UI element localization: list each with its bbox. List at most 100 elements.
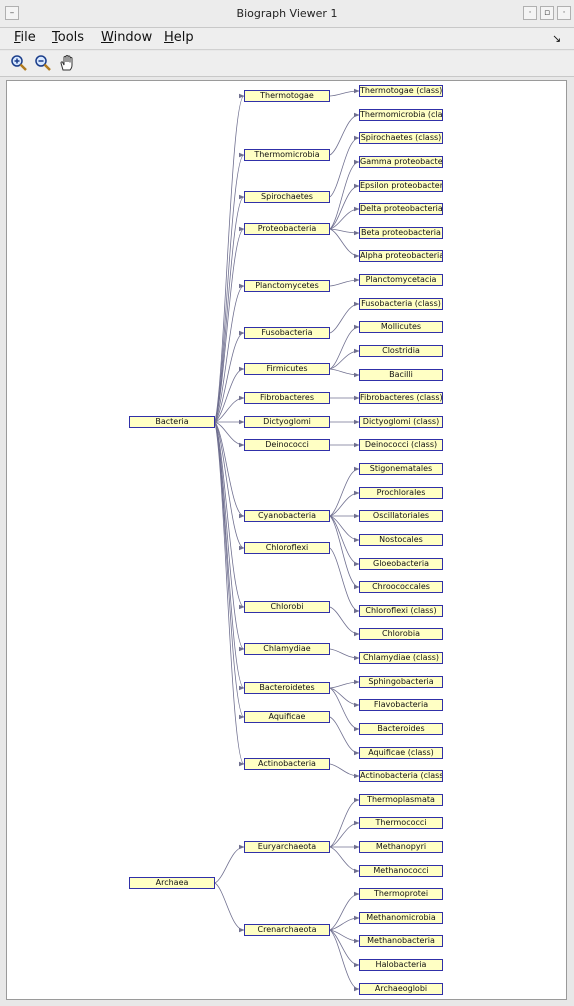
node-crenarchaeota[interactable]: Crenarchaeota [244, 924, 330, 936]
node-thermotogae-class[interactable]: Thermotogae (class) [359, 85, 443, 97]
menu-tools[interactable]: Tools [52, 30, 84, 45]
window-menu-icon[interactable]: – [5, 6, 19, 20]
edge-proteobacteria-to-alpha-proteobacteria [329, 228, 360, 259]
node-actinobacteria[interactable]: Actinobacteria [244, 758, 330, 770]
node-chlorobia[interactable]: Chlorobia [359, 628, 443, 640]
minimize-icon[interactable]: · [523, 6, 537, 20]
edge-cyanobacteria-to-nostocales [329, 515, 360, 543]
node-thermotogae[interactable]: Thermotogae [244, 90, 330, 102]
node-fusobacteria[interactable]: Fusobacteria [244, 327, 330, 339]
node-thermoprotei[interactable]: Thermoprotei [359, 888, 443, 900]
node-nostocales[interactable]: Nostocales [359, 534, 443, 546]
edge-proteobacteria-to-gamma-proteobacteria [329, 159, 360, 230]
node-actinobacteria-class[interactable]: Actinobacteria (class) [359, 770, 443, 782]
node-aquificae-class[interactable]: Aquificae (class) [359, 747, 443, 759]
menu-window[interactable]: Window [101, 30, 152, 45]
node-planctomycetes[interactable]: Planctomycetes [244, 280, 330, 292]
menu-file[interactable]: File [14, 30, 36, 45]
node-dictyoglomi[interactable]: Dictyoglomi [244, 416, 330, 428]
edge-bacteroidetes-to-bacteroides [329, 687, 360, 732]
edge-firmicutes-to-mollicutes [329, 324, 360, 370]
edge-archaea-to-euryarchaeota [214, 844, 245, 884]
node-methanopyri[interactable]: Methanopyri [359, 841, 443, 853]
edge-bacteria-to-firmicutes [214, 366, 245, 423]
node-deinococci[interactable]: Deinococci [244, 439, 330, 451]
zoom-out-icon[interactable] [33, 54, 53, 74]
hand-pan-icon[interactable] [57, 54, 77, 74]
node-chlorobi[interactable]: Chlorobi [244, 601, 330, 613]
node-chloroflexi-class[interactable]: Chloroflexi (class) [359, 605, 443, 617]
menu-tools-label: ools [57, 30, 85, 45]
node-euryarchaeota[interactable]: Euryarchaeota [244, 841, 330, 853]
maximize-icon[interactable]: ▫ [540, 6, 554, 20]
edge-fusobacteria-to-fusobacteria-class [329, 301, 360, 334]
node-bacilli[interactable]: Bacilli [359, 369, 443, 381]
edge-proteobacteria-to-epsilon-proteobacteria [329, 183, 360, 230]
edge-bacteria-to-chloroflexi [214, 421, 245, 551]
node-deinococci-class[interactable]: Deinococci (class) [359, 439, 443, 451]
node-proteobacteria[interactable]: Proteobacteria [244, 223, 330, 235]
node-sphingobacteria[interactable]: Sphingobacteria [359, 676, 443, 688]
node-delta-proteobacteria[interactable]: Delta proteobacteria [359, 203, 443, 215]
node-cyanobacteria[interactable]: Cyanobacteria [244, 510, 330, 522]
node-gamma-proteobacteria[interactable]: Gamma proteobacteria [359, 156, 443, 168]
node-mollicutes[interactable]: Mollicutes [359, 321, 443, 333]
zoom-in-icon[interactable] [9, 54, 29, 74]
node-bacteria[interactable]: Bacteria [129, 416, 215, 428]
node-beta-proteobacteria[interactable]: Beta proteobacteria [359, 227, 443, 239]
node-fibrobacteres[interactable]: Fibrobacteres [244, 392, 330, 404]
edge-spirochaetes-to-spirochaetes-class [329, 135, 360, 198]
node-chroococcales[interactable]: Chroococcales [359, 581, 443, 593]
edge-bacteria-to-aquificae [214, 421, 245, 720]
node-chlamydiae-class[interactable]: Chlamydiae (class) [359, 652, 443, 664]
node-prochlorales[interactable]: Prochlorales [359, 487, 443, 499]
node-oscillatoriales[interactable]: Oscillatoriales [359, 510, 443, 522]
edge-bacteria-to-cyanobacteria [214, 421, 245, 519]
node-methanobacteria[interactable]: Methanobacteria [359, 935, 443, 947]
node-fusobacteria-class[interactable]: Fusobacteria (class) [359, 298, 443, 310]
node-thermoplasmata[interactable]: Thermoplasmata [359, 794, 443, 806]
node-archaeoglobi[interactable]: Archaeoglobi [359, 983, 443, 995]
node-methanococci[interactable]: Methanococci [359, 865, 443, 877]
edge-bacteria-to-fusobacteria [214, 330, 245, 423]
edge-crenarchaeota-to-thermoprotei [329, 891, 360, 931]
dock-arrow-icon[interactable]: ↘ [552, 32, 562, 45]
node-halobacteria[interactable]: Halobacteria [359, 959, 443, 971]
close-icon[interactable]: · [557, 6, 571, 20]
node-aquificae[interactable]: Aquificae [244, 711, 330, 723]
node-methanomicrobia[interactable]: Methanomicrobia [359, 912, 443, 924]
node-chlamydiae[interactable]: Chlamydiae [244, 643, 330, 655]
node-flavobacteria[interactable]: Flavobacteria [359, 699, 443, 711]
edge-bacteria-to-chlamydiae [214, 421, 245, 652]
node-fibrobacteres-class[interactable]: Fibrobacteres (class) [359, 392, 443, 404]
node-chloroflexi[interactable]: Chloroflexi [244, 542, 330, 554]
edge-archaea-to-crenarchaeota [214, 882, 245, 933]
toolbar [0, 51, 574, 77]
edge-proteobacteria-to-beta-proteobacteria [329, 228, 360, 236]
node-epsilon-proteobacteria[interactable]: Epsilon proteobacteria [359, 180, 443, 192]
node-gloeobacteria[interactable]: Gloeobacteria [359, 558, 443, 570]
edge-euryarchaeota-to-thermococci [329, 820, 360, 848]
node-alpha-proteobacteria[interactable]: Alpha proteobacteria [359, 250, 443, 262]
node-bacteroides[interactable]: Bacteroides [359, 723, 443, 735]
node-spirochaetes[interactable]: Spirochaetes [244, 191, 330, 203]
node-thermococci[interactable]: Thermococci [359, 817, 443, 829]
node-thermomicrobia[interactable]: Thermomicrobia [244, 149, 330, 161]
edge-crenarchaeota-to-methanomicrobia [329, 915, 360, 931]
node-firmicutes[interactable]: Firmicutes [244, 363, 330, 375]
edge-cyanobacteria-to-chroococcales [329, 515, 360, 590]
edge-cyanobacteria-to-prochlorales [329, 490, 360, 517]
edge-bacteria-to-bacteroidetes [214, 421, 245, 691]
menu-help[interactable]: Help [164, 30, 194, 45]
edge-chlamydiae-to-chlamydiae-class [329, 648, 360, 661]
node-planctomycetacia[interactable]: Planctomycetacia [359, 274, 443, 286]
node-bacteroidetes[interactable]: Bacteroidetes [244, 682, 330, 694]
node-spirochaetes-class[interactable]: Spirochaetes (class) [359, 132, 443, 144]
node-clostridia[interactable]: Clostridia [359, 345, 443, 357]
node-thermomicrobia-class[interactable]: Thermomicrobia (class) [359, 109, 443, 121]
node-archaea[interactable]: Archaea [129, 877, 215, 889]
title-bar: – Biograph Viewer 1 · ▫ · [0, 0, 574, 28]
node-stigonematales[interactable]: Stigonematales [359, 463, 443, 475]
node-dictyoglomi-class[interactable]: Dictyoglomi (class) [359, 416, 443, 428]
